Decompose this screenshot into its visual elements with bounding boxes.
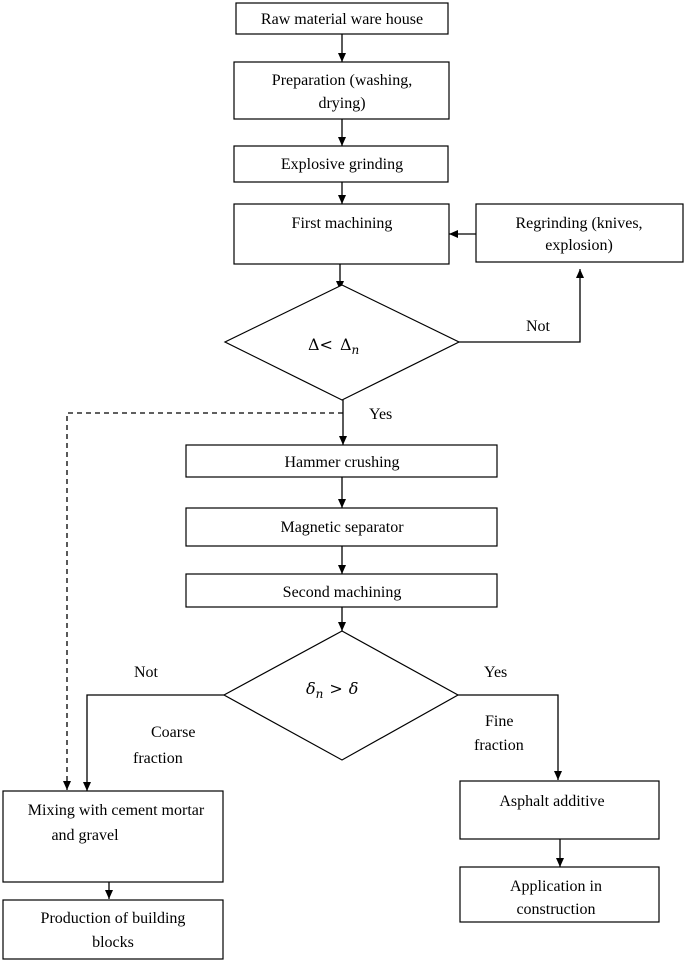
node-mixing-line1: Mixing with cement mortar — [28, 802, 205, 819]
node-production: Production of building blocks — [2, 899, 224, 960]
svg-text:fraction: fraction — [133, 750, 183, 767]
node-application-line2: construction — [516, 901, 595, 918]
node-production-line1: Production of building — [41, 910, 186, 927]
node-magnetic-separator: Magnetic separator — [185, 507, 498, 547]
arrow-decision2-yes — [458, 694, 562, 780]
node-preparation-line1: Preparation (washing, — [272, 72, 412, 89]
node-raw-material: Raw material ware house — [235, 2, 449, 35]
node-preparation: Preparation (washing, drying) — [233, 61, 450, 120]
node-application: Application in construction — [459, 866, 660, 923]
node-explosive-grinding-label: Explosive grinding — [281, 156, 403, 173]
coarse-fraction-label: Coarse fraction — [133, 724, 195, 767]
node-asphalt-additive: Asphalt additive — [459, 780, 660, 840]
node-regrinding-line2: explosion) — [545, 237, 613, 254]
node-preparation-line2: drying) — [318, 95, 365, 112]
decision-small-delta-yes-label: Yes — [484, 664, 507, 681]
node-mixing: Mixing with cement mortar and gravel — [2, 790, 224, 883]
node-hammer-crushing: Hammer crushing — [185, 444, 498, 478]
decision-delta-yes-label: Yes — [369, 406, 392, 423]
node-regrinding-line1: Regrinding (knives, — [515, 215, 642, 232]
decision-small-delta-no-label: Not — [134, 664, 159, 681]
node-magnetic-separator-label: Magnetic separator — [280, 519, 404, 536]
node-production-line2: blocks — [92, 934, 134, 951]
node-mixing-line2: and gravel — [51, 827, 119, 844]
decision-small-delta-condition: δn>δ — [306, 679, 358, 701]
node-first-machining: First machining — [233, 203, 450, 265]
arrow-decision1-no — [459, 269, 584, 343]
node-hammer-crushing-label: Hammer crushing — [284, 454, 399, 471]
decision-delta-no-label: Not — [526, 318, 551, 335]
node-first-machining-label: First machining — [292, 215, 393, 232]
connectors — [63, 34, 584, 899]
decision-delta-condition: Δ<Δn — [308, 335, 359, 357]
node-second-machining: Second machining — [185, 573, 498, 608]
dashed-arrow-to-mixing — [63, 412, 343, 790]
fine-fraction-label: Fine fraction — [474, 713, 524, 754]
decision-small-delta: δn>δ — [222, 630, 460, 761]
decision-delta: Δ<Δn — [223, 284, 461, 401]
node-application-line1: Application in — [510, 878, 602, 895]
svg-text:Fine: Fine — [485, 713, 513, 730]
node-second-machining-label: Second machining — [283, 584, 402, 601]
svg-text:fraction: fraction — [474, 737, 524, 754]
svg-text:Coarse: Coarse — [151, 724, 195, 741]
node-asphalt-additive-label: Asphalt additive — [499, 793, 604, 810]
node-explosive-grinding: Explosive grinding — [233, 145, 449, 183]
node-regrinding: Regrinding (knives, explosion) — [475, 203, 684, 263]
node-raw-material-label: Raw material ware house — [261, 11, 423, 28]
arrow-decision2-no — [83, 694, 224, 791]
